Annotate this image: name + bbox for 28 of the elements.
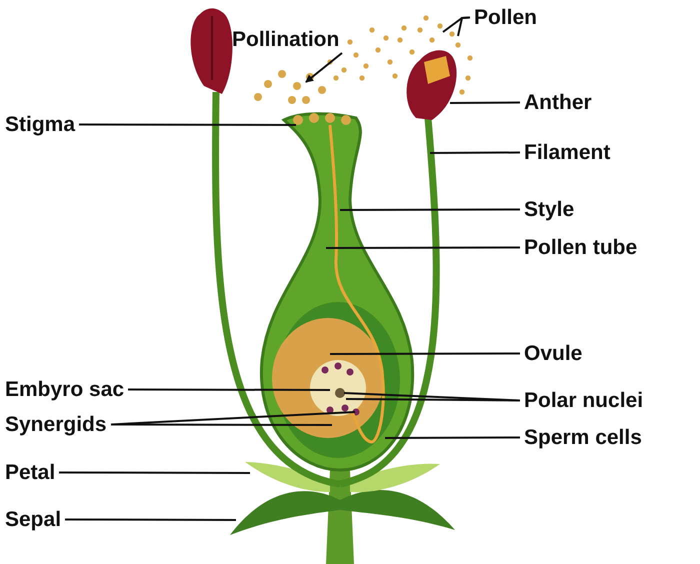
part-label: Embyro sac	[5, 378, 124, 402]
part-label: Style	[524, 198, 574, 222]
leader-line	[457, 16, 470, 36]
leader-line	[385, 436, 520, 439]
part-label: Ovule	[524, 342, 582, 366]
part-label: Filament	[524, 141, 610, 164]
leader-line	[79, 124, 296, 126]
leader-line	[330, 352, 520, 355]
part-label: Pollination	[232, 28, 340, 52]
leader-line	[111, 424, 332, 426]
part-label: Sepal	[5, 508, 62, 532]
part-label: Pollen tube	[524, 236, 638, 260]
leader-line	[430, 152, 520, 154]
leader-line	[65, 518, 236, 521]
part-label: Anther	[524, 91, 592, 114]
leader-line	[346, 398, 520, 402]
part-label: Synergids	[5, 413, 107, 436]
part-label: Petal	[5, 461, 56, 484]
arrow	[305, 52, 343, 83]
leader-line	[450, 102, 520, 104]
leader-line	[340, 208, 520, 211]
part-label: Sperm cells	[524, 426, 642, 450]
part-label: Polar nuclei	[524, 389, 644, 412]
leader-line	[128, 388, 330, 391]
leader-line	[326, 246, 520, 249]
part-label: Stigma	[5, 113, 76, 136]
part-label: Pollen	[474, 6, 538, 30]
leader-line	[59, 472, 250, 474]
